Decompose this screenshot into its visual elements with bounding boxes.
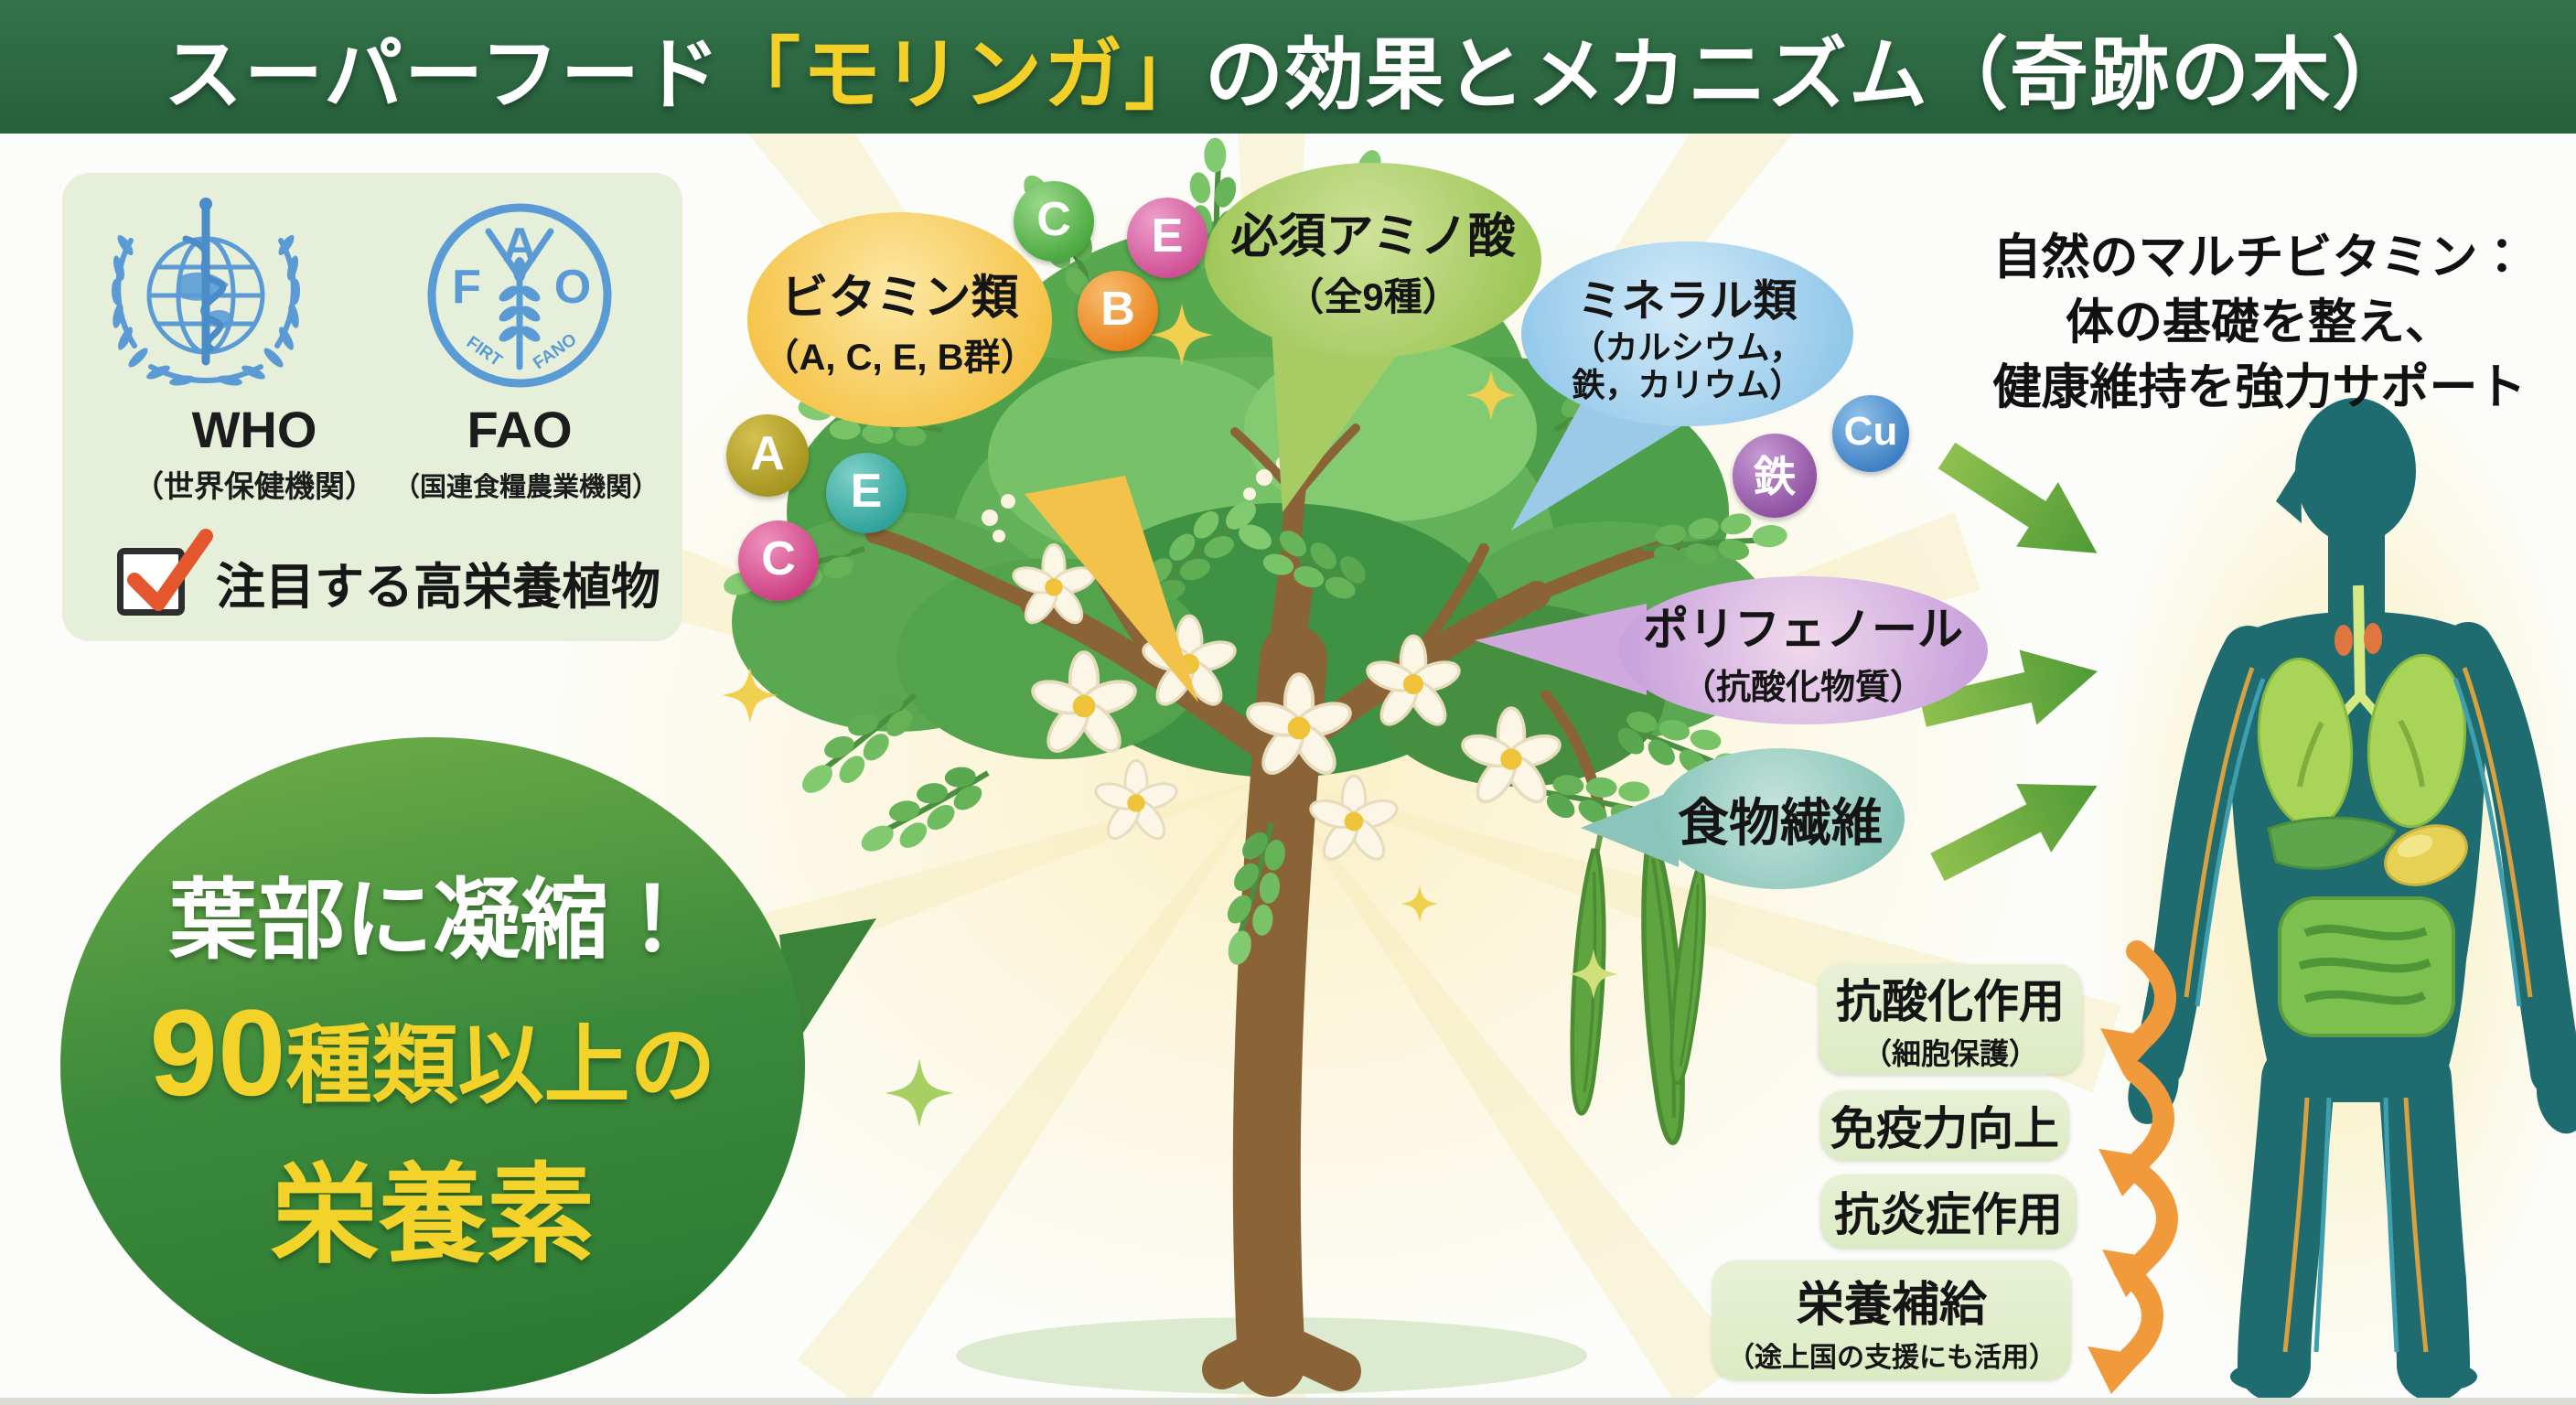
body-liver — [2267, 816, 2397, 870]
effect-nutrition-supply: 栄養補給 （途上国の支援にも活用） — [1712, 1260, 2071, 1379]
bubble-amino-acids: 必須アミノ酸 （全9種） — [1205, 163, 1541, 357]
effect-subtitle: （細胞保護） — [1862, 1037, 2038, 1070]
body-left-leg — [2238, 1043, 2334, 1401]
bubble-vitamins-subtitle: （A, C, E, B群） — [762, 338, 1037, 378]
who-label: WHO — [191, 401, 317, 458]
effect-title: 抗炎症作用 — [1834, 1189, 2063, 1240]
checkbox[interactable] — [117, 529, 213, 616]
bubble-polyphenol: ポリフェノール （抗酸化物質） — [1618, 576, 1988, 724]
bubble-amino-subtitle: （全9種） — [1285, 275, 1461, 318]
leaf-callout: 葉部に凝縮！ 90種類以上の 栄養素 — [60, 737, 805, 1394]
vitamin-badge-a: A — [726, 414, 809, 497]
body-right-leg — [2378, 1043, 2470, 1401]
fao-logo-icon: F A O FIRT FANO — [427, 203, 612, 388]
highlight-checkbox-row: 注目する高栄養植物 — [117, 529, 666, 621]
effect-subtitle: （途上国の支援にも活用） — [1727, 1342, 2056, 1373]
mineral-badge-copper: Cu — [1832, 395, 1909, 472]
effect-title: 抗酸化作用 — [1836, 976, 2065, 1027]
vitamin-badge-c: C — [1014, 181, 1094, 262]
svg-text:F: F — [452, 261, 481, 314]
body-caption: 自然のマルチビタミン： 体の基礎を整え、 健康維持を強力サポート — [1958, 225, 2561, 420]
bubble-fiber-title: 食物繊維 — [1678, 793, 1883, 852]
who-logo-icon — [111, 198, 301, 386]
sparkle-icon — [1401, 885, 1439, 923]
who-sublabel: （世界保健機関） — [134, 469, 375, 503]
bubble-polyphenol-title: ポリフェノール — [1643, 603, 1963, 655]
leaf-callout-line2: 90種類以上の — [149, 984, 716, 1121]
orange-arrow-icon — [2088, 1270, 2152, 1394]
fao-label: FAO — [467, 401, 573, 458]
body-vessels — [2184, 667, 2533, 1353]
title-highlight: 「モリンガ」 — [721, 30, 1205, 119]
effect-title: 栄養補給 — [1796, 1278, 1987, 1332]
title-banner: スーパーフード「モリンガ」の効果とメカニズム（奇跡の木） — [0, 0, 2576, 134]
effect-title: 免疫力向上 — [1830, 1103, 2059, 1154]
bubble-minerals-subtitle2: 鉄，カリウム） — [1572, 366, 1803, 403]
leaf-callout-tail — [779, 918, 876, 1050]
green-arrow-icon — [1919, 751, 2115, 902]
human-body-illustration — [2128, 398, 2576, 1401]
leaf-callout-line1: 葉部に凝縮！ — [169, 871, 696, 970]
fao-sublabel: （国連食糧農業機関） — [392, 473, 659, 502]
vitamin-badge-e: E — [1127, 198, 1208, 278]
bubble-fiber: 食物繊維 — [1656, 748, 1905, 889]
bubble-vitamins-title: ビタミン類 — [780, 272, 1019, 325]
bottom-border — [0, 1398, 2576, 1405]
svg-text:O: O — [554, 261, 591, 314]
bubble-minerals-subtitle1: （カルシウム， — [1572, 327, 1803, 366]
bubble-minerals: ミネラル類 （カルシウム， 鉄，カリウム） — [1521, 241, 1853, 426]
bubble-tails — [1025, 329, 1720, 867]
sparkle-icon — [885, 1058, 954, 1128]
check-icon — [127, 529, 213, 611]
checkbox-label: 注目する高栄養植物 — [216, 560, 660, 615]
effect-antioxidant: 抗酸化作用 （細胞保護） — [1819, 964, 2082, 1074]
body-caption-line2: 体の基礎を整え、 — [2066, 295, 2453, 350]
body-right-arm — [2442, 622, 2576, 1098]
body-caption-line3: 健康維持を強力サポート — [1992, 360, 2527, 415]
body-head — [2295, 398, 2416, 544]
bubble-vitamins: ビタミン類 （A, C, E, B群） — [747, 212, 1052, 427]
bubble-minerals-title: ミネラル類 — [1577, 276, 1798, 326]
mineral-badge-iron: 鉄 — [1733, 434, 1817, 518]
nutrient-count: 90 — [149, 984, 286, 1121]
effect-immunity: 免疫力向上 — [1820, 1090, 2069, 1160]
body-caption-line1: 自然のマルチビタミン： — [1992, 231, 2527, 284]
body-organs — [2257, 585, 2468, 1037]
bubble-amino-title: 必須アミノ酸 — [1230, 210, 1516, 263]
page-title: スーパーフード「モリンガ」の効果とメカニズム（奇跡の木） — [164, 30, 2412, 119]
effect-anti-inflammatory: 抗炎症作用 — [1820, 1174, 2077, 1248]
vitamin-badge-b: B — [1078, 271, 1158, 351]
vitamin-badge-e2: E — [826, 453, 907, 533]
endorsement-panel: F A O FIRT FANO WHO （世界保健機関） FAO — [62, 173, 682, 641]
bubble-polyphenol-subtitle: （抗酸化物質） — [1680, 668, 1925, 707]
leaf-callout-line3: 栄養素 — [270, 1154, 595, 1276]
vitamin-badge-c2: C — [738, 520, 819, 601]
